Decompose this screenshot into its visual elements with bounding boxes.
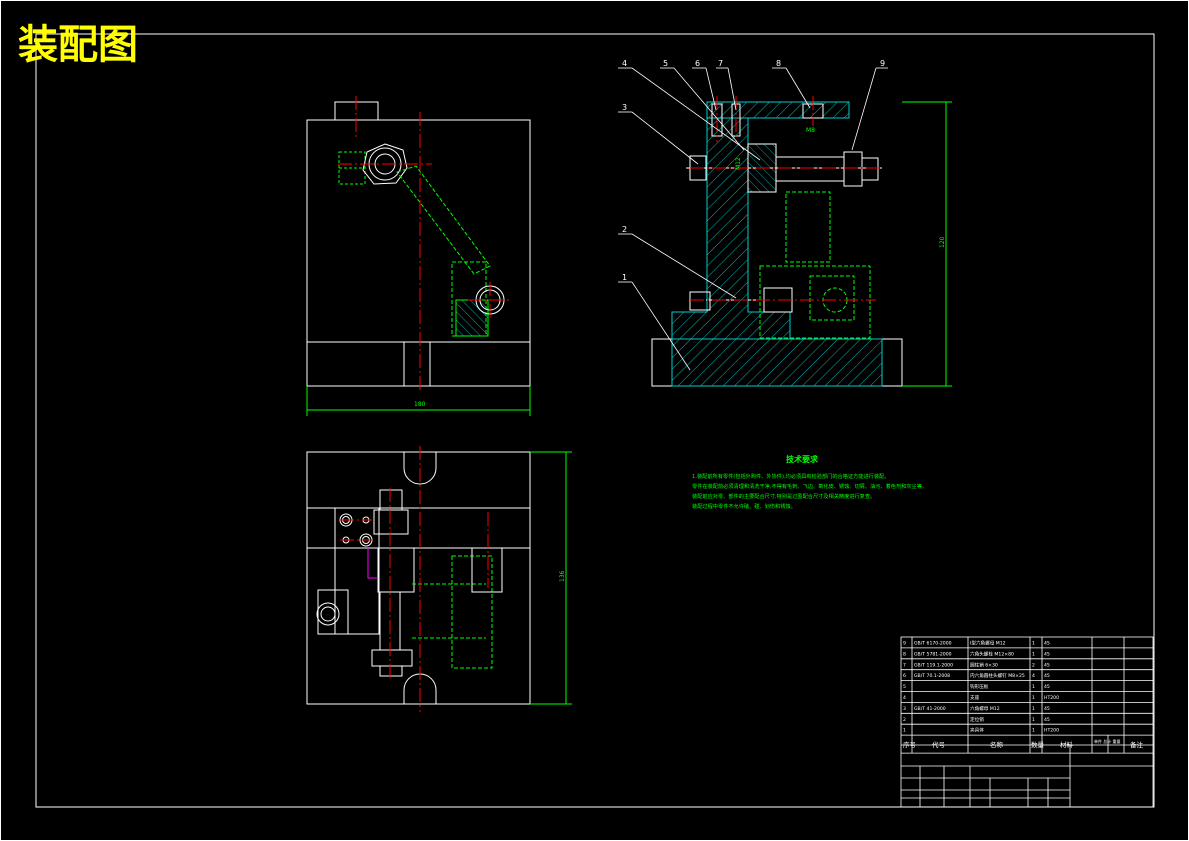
callout-6: 6 bbox=[695, 59, 700, 68]
bom-cell: HT200 bbox=[1044, 728, 1059, 734]
dim-bolt-b: M12 bbox=[735, 157, 742, 170]
callout-3: 3 bbox=[622, 103, 627, 112]
dim-bolt-a: M8 bbox=[806, 127, 815, 134]
bom-table bbox=[900, 636, 1154, 808]
callout-2: 2 bbox=[622, 225, 627, 234]
bom-cell: 2 bbox=[903, 717, 906, 723]
top-view bbox=[306, 446, 572, 712]
bom-cell: 钩形压板 bbox=[970, 683, 989, 690]
bom-cell: GB/T 41-2000 bbox=[914, 706, 946, 712]
tech-heading: 技术要求 bbox=[786, 454, 819, 464]
bom-cell: 5 bbox=[903, 684, 906, 690]
tech-line-3: 装配前应对零、部件的主要配合尺寸,特别是过盈配合尺寸及相关精度进行复查。 bbox=[692, 492, 875, 500]
front-view bbox=[306, 96, 531, 416]
bom-cell: 4 bbox=[1032, 673, 1035, 679]
bom-cell: GB/T 119.1-2000 bbox=[914, 662, 953, 668]
inner-frame bbox=[35, 33, 1155, 808]
callout-7: 7 bbox=[718, 59, 723, 68]
bom-cell: 45 bbox=[1044, 706, 1050, 712]
bom-cell: 内六角圆柱头螺钉 M8×25 bbox=[970, 672, 1025, 679]
bom-cell: 六角头螺栓 M12×80 bbox=[970, 650, 1014, 657]
tech-requirements: 技术要求 1.装配前所有零件(包括外购件、外协件),均必须具有检验部门的合格证方… bbox=[692, 454, 927, 510]
callout-1: 1 bbox=[622, 273, 627, 282]
bom-cell: GB/T 70.1-2008 bbox=[914, 673, 950, 679]
bom-cell: 4 bbox=[903, 695, 906, 701]
bom-cell: 定位销 bbox=[970, 716, 984, 723]
bom-cell: 3 bbox=[903, 706, 906, 712]
bom-cell: GB/T 5781-2000 bbox=[914, 651, 952, 657]
bom-cell: 支座 bbox=[970, 694, 980, 701]
bom-cell: 45 bbox=[1044, 641, 1050, 647]
side-view bbox=[618, 67, 952, 387]
bom-cell: 1 bbox=[1032, 728, 1035, 734]
drawing-title: 装配图 bbox=[18, 22, 138, 68]
bom-cell: 1 bbox=[1032, 695, 1035, 701]
callout-5: 5 bbox=[663, 59, 668, 68]
bom-cell: 1 bbox=[1032, 706, 1035, 712]
bom-cell: 7 bbox=[903, 662, 906, 668]
bom-cell: 45 bbox=[1044, 717, 1050, 723]
callout-labels: 1 2 3 4 5 6 7 8 9 bbox=[622, 59, 885, 282]
bom-cell: 6 bbox=[903, 673, 906, 679]
bom-cell: 圆柱销 6×30 bbox=[970, 661, 998, 668]
callout-9: 9 bbox=[880, 59, 885, 68]
bom-cell: 1 bbox=[1032, 717, 1035, 723]
tech-line-1: 1.装配前所有零件(包括外购件、外协件),均必须具有检验部门的合格证方能进行装配… bbox=[692, 472, 889, 480]
dim-side-height: 120 bbox=[939, 236, 946, 248]
bom-header-weight: 单件 总计 重量 bbox=[1094, 738, 1121, 744]
bom-cell: GB/T 6170-2000 bbox=[914, 641, 952, 647]
bom-cell: 1 bbox=[1032, 684, 1035, 690]
bom-cell: 1 bbox=[1032, 651, 1035, 657]
bom-cell: 45 bbox=[1044, 673, 1050, 679]
bom-cell: 六角螺母 M12 bbox=[970, 705, 1000, 712]
tech-line-2: 零件在装配前必须清理和清洗干净,不得有毛刺、飞边、氧化皮、锈蚀、切屑、油污、着色… bbox=[692, 482, 927, 490]
bom-cell: 45 bbox=[1044, 651, 1050, 657]
bom-cell: 1 bbox=[903, 728, 906, 734]
dim-top-height: 136 bbox=[559, 570, 566, 582]
bom-cell: HT200 bbox=[1044, 695, 1059, 701]
bom-cell: 8 bbox=[903, 651, 906, 657]
bom-cell: 45 bbox=[1044, 662, 1050, 668]
bom-cell: I型六角螺母 M12 bbox=[970, 640, 1006, 647]
bom-cell: 9 bbox=[903, 641, 906, 647]
dim-front-width: 180 bbox=[414, 401, 426, 408]
bom-cell: 夹具体 bbox=[970, 727, 984, 734]
callout-4: 4 bbox=[622, 59, 627, 68]
callout-8: 8 bbox=[776, 59, 781, 68]
title-block bbox=[901, 744, 1153, 807]
bom-cell: 2 bbox=[1032, 662, 1035, 668]
tech-line-4: 装配过程中零件不允许磕、碰、划伤和锈蚀。 bbox=[692, 502, 796, 510]
bom-cell: 45 bbox=[1044, 684, 1050, 690]
bom-cell: 1 bbox=[1032, 641, 1035, 647]
